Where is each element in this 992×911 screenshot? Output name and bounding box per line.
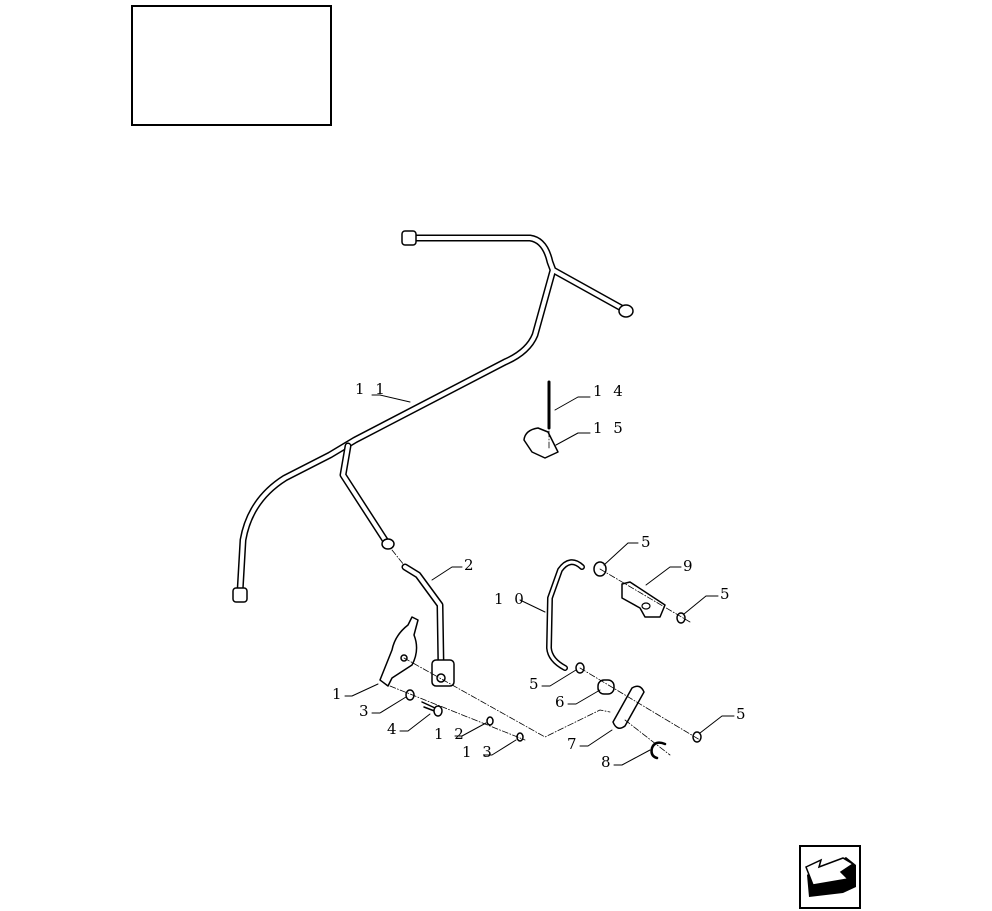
callout-3: 3 [359,702,372,720]
callout-12: 1 2 [434,725,467,743]
plate-1 [379,616,419,687]
callout-5: 5 [529,675,542,693]
callout-2: 2 [464,556,477,574]
callout-1: 1 [332,685,345,703]
callout-8: 8 [601,753,614,771]
callout-11: 1 1 [355,380,388,398]
callout-13: 1 3 [462,743,495,761]
callout-15: 1 5 [593,419,626,437]
callout-7: 7 [567,735,580,753]
callout-9: 9 [683,557,696,575]
bracket-9 [621,581,666,618]
title-block [131,5,332,126]
callout-10: 1 0 [494,590,527,608]
previous-page-button[interactable] [799,845,861,909]
link-7 [612,685,645,729]
circlip-8 [650,741,667,760]
callout-4: 4 [387,720,400,738]
callout-5: 5 [736,705,749,723]
pipe-2 [401,563,455,687]
callout-6: 6 [555,693,568,711]
callout-5: 5 [641,533,654,551]
callout-5: 5 [720,585,733,603]
pipe-11 [232,230,634,603]
previous-page-arrow-icon [805,857,856,897]
pipe-10 [546,559,585,671]
clamp-15 [523,427,559,459]
callout-14: 1 4 [593,382,626,400]
